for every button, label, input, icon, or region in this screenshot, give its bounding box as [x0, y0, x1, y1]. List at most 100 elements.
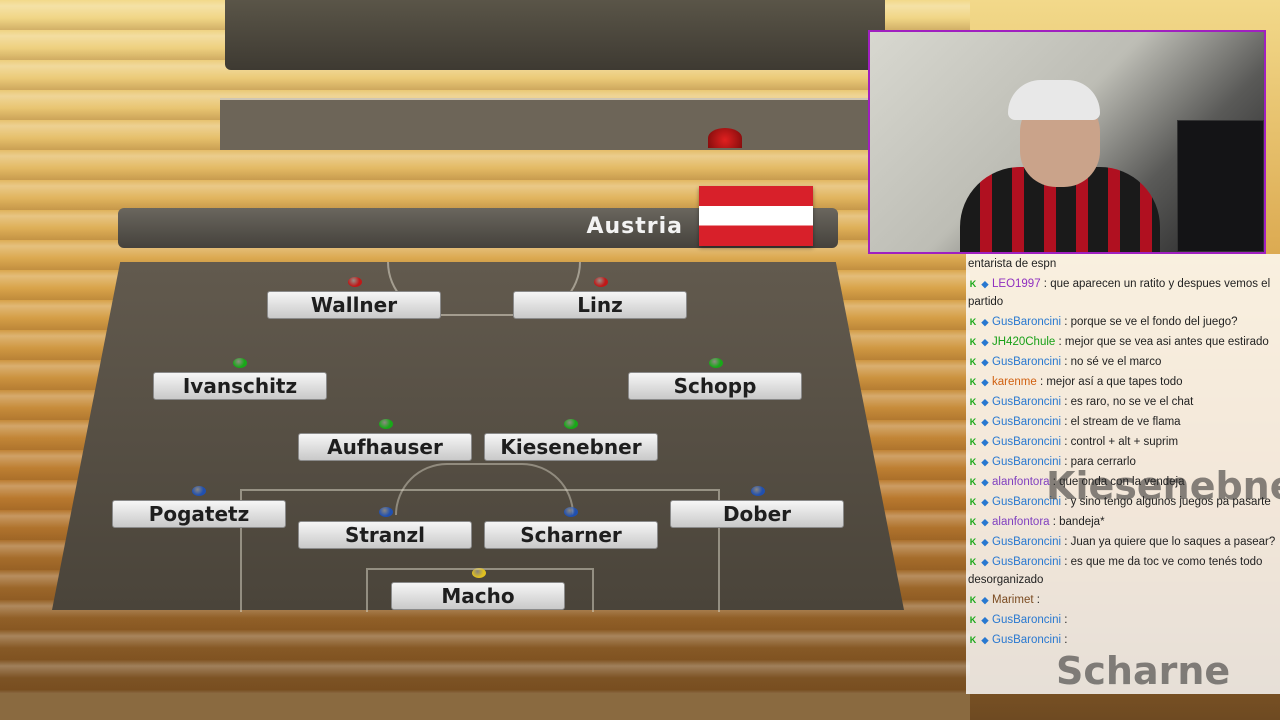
- sub-badge-icon: ◆: [981, 634, 989, 645]
- chat-username[interactable]: alanfontora: [992, 476, 1050, 488]
- player-slot[interactable]: Pogatetz: [112, 500, 286, 528]
- chat-message: K◆JH420Chule : mejor que se vea asi ante…: [966, 332, 1280, 352]
- chat-separator: :: [1049, 476, 1060, 488]
- chat-separator: :: [1055, 336, 1065, 348]
- player-slot[interactable]: Ivanschitz: [153, 372, 327, 400]
- player-slot[interactable]: Aufhauser: [298, 433, 472, 461]
- chat-separator: :: [1061, 356, 1071, 368]
- chat-message: K◆GusBaroncini : Juan ya quiere que lo s…: [966, 532, 1280, 552]
- player-slot[interactable]: Linz: [513, 291, 687, 319]
- sub-badge-icon: ◆: [981, 316, 989, 327]
- chat-message: K◆alanfontora : que onda con la vendeja: [966, 472, 1280, 492]
- chat-text: y sino tengo algunos juegos pa pasarte: [1070, 496, 1271, 508]
- player-dot: [472, 568, 486, 578]
- chat-username[interactable]: karenme: [992, 376, 1037, 388]
- player-dot: [564, 507, 578, 517]
- chat-message: K◆alanfontora : bandeja*: [966, 512, 1280, 532]
- kick-badge-icon: K: [969, 436, 977, 447]
- player-dot: [751, 486, 765, 496]
- chat-message: K◆GusBaroncini :: [966, 610, 1280, 630]
- chat-separator: :: [1040, 278, 1051, 290]
- chat-message: entarista de espn: [966, 254, 1280, 274]
- kick-badge-icon: K: [969, 416, 977, 427]
- bottom-band: [0, 693, 970, 720]
- chat-separator: :: [1061, 416, 1071, 428]
- webcam-overlay: [868, 30, 1266, 254]
- chat-text: porque se ve el fondo del juego?: [1070, 316, 1238, 328]
- player-slot[interactable]: Scharner: [484, 521, 658, 549]
- chat-username[interactable]: GusBaroncini: [992, 634, 1062, 646]
- chat-username[interactable]: JH420Chule: [992, 336, 1056, 348]
- chat-separator: :: [1033, 594, 1040, 606]
- kick-badge-icon: K: [969, 556, 977, 567]
- sub-badge-icon: ◆: [981, 416, 989, 427]
- chat-separator: :: [1036, 376, 1047, 388]
- player-slot[interactable]: Stranzl: [298, 521, 472, 549]
- chat-message: K ◆GusBaroncini : control + alt + suprim: [966, 432, 1280, 452]
- sub-badge-icon: ◆: [981, 516, 989, 527]
- chat-username[interactable]: alanfontora: [992, 516, 1050, 528]
- kick-badge-icon: K: [969, 496, 977, 507]
- chat-message: K◆GusBaroncini : no sé ve el marco: [966, 352, 1280, 372]
- chat-username[interactable]: GusBaroncini: [992, 356, 1062, 368]
- chat-message: K◆GusBaroncini :: [966, 630, 1280, 650]
- chat-message: K◆GusBaroncini : y sino tengo algunos ju…: [966, 492, 1280, 512]
- chat-text: control + alt + suprim: [1070, 436, 1179, 448]
- chat-text: que aparecen un ratito y despues vemos e…: [968, 278, 1271, 308]
- chat-separator: :: [1061, 436, 1071, 448]
- chat-username[interactable]: GusBaroncini: [992, 496, 1062, 508]
- chat-message: K◆Marimet :: [966, 590, 1280, 610]
- headphones-icon: [1008, 80, 1100, 120]
- player-dot: [379, 507, 393, 517]
- kick-badge-icon: K: [969, 278, 977, 289]
- player-slot[interactable]: Wallner: [267, 291, 441, 319]
- sub-badge-icon: ◆: [981, 536, 989, 547]
- player-dot: [379, 419, 393, 429]
- chat-text: el stream de ve flama: [1070, 416, 1181, 428]
- chat-username[interactable]: GusBaroncini: [992, 416, 1062, 428]
- chat-username[interactable]: GusBaroncini: [992, 536, 1062, 548]
- player-dot: [192, 486, 206, 496]
- chat-username[interactable]: GusBaroncini: [992, 614, 1062, 626]
- player-slot[interactable]: Kiesenebner: [484, 433, 658, 461]
- monitor-icon: [1177, 120, 1264, 252]
- player-dot: [594, 277, 608, 287]
- chat-text: entarista de espn: [968, 258, 1057, 270]
- sub-badge-icon: ◆: [981, 278, 989, 289]
- chat-text: mejor que se vea asi antes que estirado: [1064, 336, 1269, 348]
- chat-separator: :: [1061, 556, 1071, 568]
- kick-badge-icon: K: [969, 594, 977, 605]
- chat-username[interactable]: LEO1997: [992, 278, 1041, 290]
- chat-username[interactable]: GusBaroncini: [992, 396, 1062, 408]
- sub-badge-icon: ◆: [981, 614, 989, 625]
- sub-badge-icon: ◆: [981, 396, 989, 407]
- chat-text: que onda con la vendeja: [1059, 476, 1185, 488]
- chat-message: K◆GusBaroncini : es que me da toc ve com…: [966, 552, 1280, 590]
- chat-username[interactable]: GusBaroncini: [992, 456, 1062, 468]
- chat-username[interactable]: GusBaroncini: [992, 436, 1062, 448]
- player-dot: [709, 358, 723, 368]
- player-slot[interactable]: Macho: [391, 582, 565, 610]
- chat-message: K◆GusBaroncini : para cerrarlo: [966, 452, 1280, 472]
- sub-badge-icon: ◆: [981, 456, 989, 467]
- chat-separator: :: [1061, 316, 1071, 328]
- sub-badge-icon: ◆: [981, 376, 989, 387]
- chat-message: K◆GusBaroncini : es raro, no se ve el ch…: [966, 392, 1280, 412]
- player-slot[interactable]: Schopp: [628, 372, 802, 400]
- player-dot: [348, 277, 362, 287]
- player-slot[interactable]: Dober: [670, 500, 844, 528]
- chat-separator: :: [1061, 496, 1071, 508]
- chat-username[interactable]: GusBaroncini: [992, 556, 1062, 568]
- team-name: Austria: [586, 214, 683, 239]
- penalty-arc-line: [395, 463, 574, 515]
- sub-badge-icon: ◆: [981, 436, 989, 447]
- chat-username[interactable]: GusBaroncini: [992, 316, 1062, 328]
- ball-icon: [708, 128, 742, 148]
- chat-username[interactable]: Marimet: [992, 594, 1034, 606]
- sub-badge-icon: ◆: [981, 356, 989, 367]
- austria-flag-icon: [699, 186, 813, 246]
- chat-message: K ◆LEO1997 : que aparecen un ratito y des…: [966, 274, 1280, 312]
- sub-badge-icon: ◆: [981, 336, 989, 347]
